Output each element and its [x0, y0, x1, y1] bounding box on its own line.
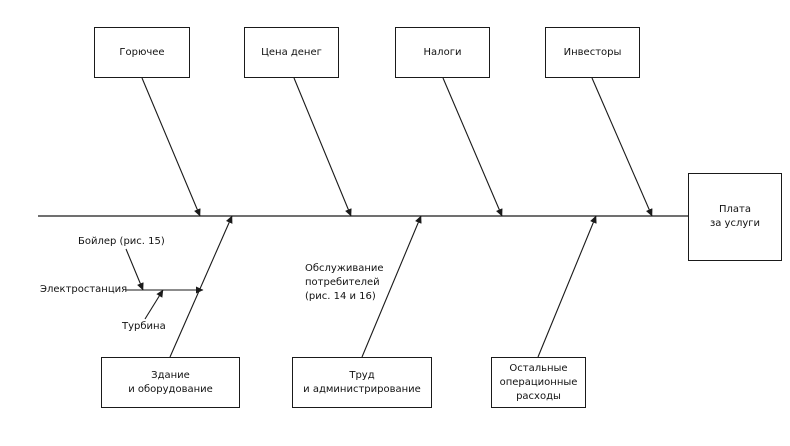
arrow-boiler	[125, 248, 144, 291]
cause-box-fuel: Горючее	[94, 27, 190, 78]
arrow-building	[169, 215, 233, 358]
cause-label-labor: Труд и администрирование	[303, 369, 421, 395]
cause-label-investors: Инвесторы	[563, 46, 622, 58]
cause-label-money-price: Цена денег	[261, 46, 322, 58]
cause-box-other-expenses: Остальные операционные расходы	[491, 357, 586, 408]
cause-label-taxes: Налоги	[423, 46, 462, 58]
cause-box-taxes: Налоги	[395, 27, 490, 78]
sub-cause-service: Обслуживание потребителей (рис. 14 и 16)	[305, 263, 384, 302]
effect-label: Плата за услуги	[709, 204, 761, 229]
arrow-taxes	[442, 77, 503, 217]
sub-cause-power-station: Электростанция	[40, 284, 128, 295]
arrow-fuel	[141, 77, 201, 217]
arrow-money-price	[293, 77, 352, 217]
arrow-other-expenses	[537, 215, 597, 358]
effect-box: Плата за услуги	[688, 173, 782, 261]
cause-label-fuel: Горючее	[119, 46, 165, 58]
cause-box-labor: Труд и администрирование	[292, 357, 432, 408]
cause-box-investors: Инвесторы	[545, 27, 640, 78]
cause-label-building: Здание и оборудование	[128, 369, 213, 395]
arrow-investors	[591, 77, 653, 217]
cause-label-other-expenses: Остальные операционные расходы	[499, 362, 578, 402]
arrow-turbine	[144, 289, 164, 320]
cause-box-building: Здание и оборудование	[101, 357, 240, 408]
arrow-labor	[361, 215, 422, 358]
cause-box-money-price: Цена денег	[244, 27, 339, 78]
sub-cause-boiler: Бойлер (рис. 15)	[78, 236, 165, 247]
sub-cause-turbine: Турбина	[122, 321, 166, 332]
